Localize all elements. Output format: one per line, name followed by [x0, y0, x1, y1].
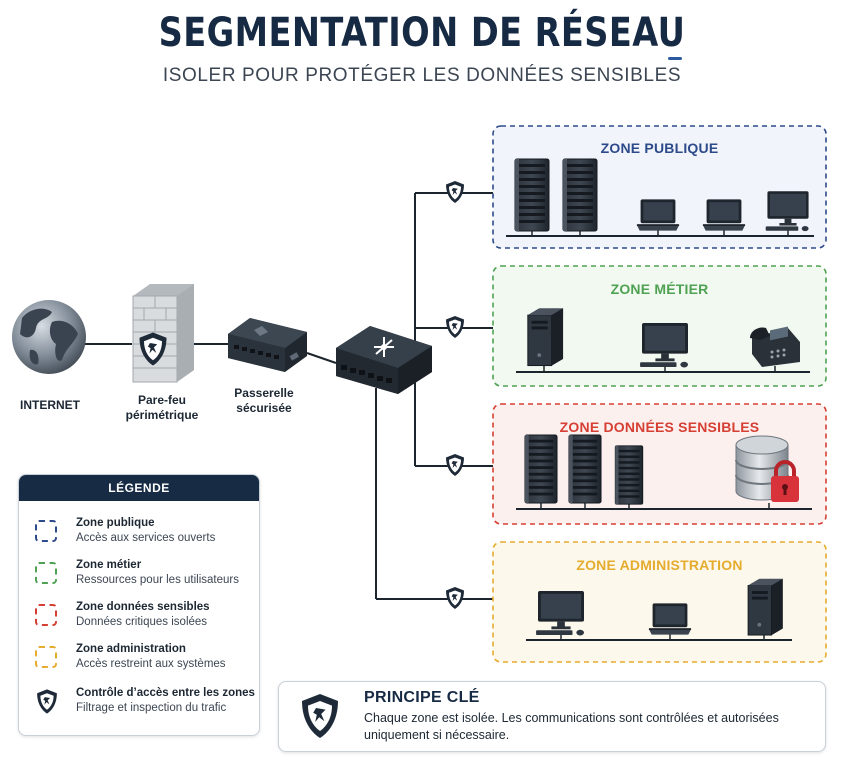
server-rack-icon [568, 434, 602, 504]
legend-title: LÉGENDE [19, 475, 259, 501]
access-control-shield-icon [446, 181, 464, 203]
tower-icon [527, 307, 564, 367]
legend-swatch-admin [35, 646, 57, 668]
access-control-shield-icon [446, 587, 464, 609]
shield-icon [37, 689, 57, 714]
legend-item-public: Zone publique Accès aux services ouverts [19, 517, 259, 557]
key-principle-panel: PRINCIPE CLÉ Chaque zone est isolée. Les… [278, 681, 826, 752]
legend-swatch-sensitive [35, 604, 57, 626]
page-subtitle: ISOLER POUR PROTÉGER LES DONNÉES SENSIBL… [162, 65, 682, 86]
gateway-label-line1: Passerelle [234, 386, 294, 400]
access-control-shield-icon [446, 454, 464, 476]
server-rack-icon [614, 445, 644, 505]
firewall-label: Pare-feu périmétrique [110, 393, 214, 423]
globe-icon [12, 300, 86, 374]
key-principle-text: Chaque zone est isolée. Les communicatio… [364, 711, 779, 742]
legend-item-desc: Filtrage et inspection du trafic [76, 702, 227, 714]
zone-title-public: ZONE PUBLIQUE [600, 140, 719, 156]
legend-swatch-public [35, 520, 57, 542]
shield-icon [302, 694, 338, 738]
laptop-icon [648, 603, 692, 635]
zone-title-sensitive: ZONE DONNÉES SENSIBLES [559, 419, 760, 435]
legend-item-title: Zone données sensibles [76, 601, 210, 613]
title-accent [668, 57, 682, 60]
legend-item-admin: Zone administration Accès restreint aux … [19, 643, 259, 683]
zone-admin-box [492, 541, 827, 663]
laptop-icon [636, 199, 680, 231]
server-rack-icon [514, 158, 550, 232]
legend-item-desc: Accès aux services ouverts [76, 532, 216, 544]
firewall-label-line2: périmétrique [125, 408, 199, 422]
server-rack-icon [524, 434, 558, 504]
legend-item-title: Contrôle d’accès entre les zones [76, 687, 255, 699]
legend-item-desc: Ressources pour les utilisateurs [76, 574, 239, 586]
legend-item-title: Zone métier [76, 559, 142, 571]
legend-panel: LÉGENDE Zone publique Accès aux services… [18, 474, 260, 736]
gateway-label-line2: sécurisée [236, 401, 292, 415]
zone-title-business: ZONE MÉTIER [610, 281, 709, 297]
legend-item-title: Zone publique [76, 517, 155, 529]
tower-icon [747, 578, 784, 636]
key-principle-title: PRINCIPE CLÉ [364, 689, 480, 706]
legend-item-sensitive: Zone données sensibles Données critiques… [19, 601, 259, 641]
page-title: SEGMENTATION DE RÉSEAU [158, 10, 686, 56]
gateway-label: Passerelle sécurisée [216, 386, 312, 416]
internet-label: INTERNET [20, 398, 80, 412]
secure-gateway-icon [228, 318, 307, 372]
server-rack-icon [562, 158, 598, 232]
legend-item-desc: Données critiques isolées [76, 616, 208, 628]
access-control-shield-icon [446, 316, 464, 338]
legend-swatch-business [35, 562, 57, 584]
legend-item-title: Zone administration [76, 643, 186, 655]
zone-title-admin: ZONE ADMINISTRATION [576, 557, 743, 573]
core-switch-icon [336, 326, 432, 394]
firewall-label-line1: Pare-feu [137, 393, 187, 407]
laptop-icon [702, 199, 746, 231]
legend-item-desc: Accès restreint aux systèmes [76, 658, 226, 670]
legend-item-business: Zone métier Ressources pour les utilisat… [19, 559, 259, 599]
firewall-icon [132, 284, 194, 383]
legend-item-access-control: Contrôle d’accès entre les zones Filtrag… [19, 687, 259, 727]
